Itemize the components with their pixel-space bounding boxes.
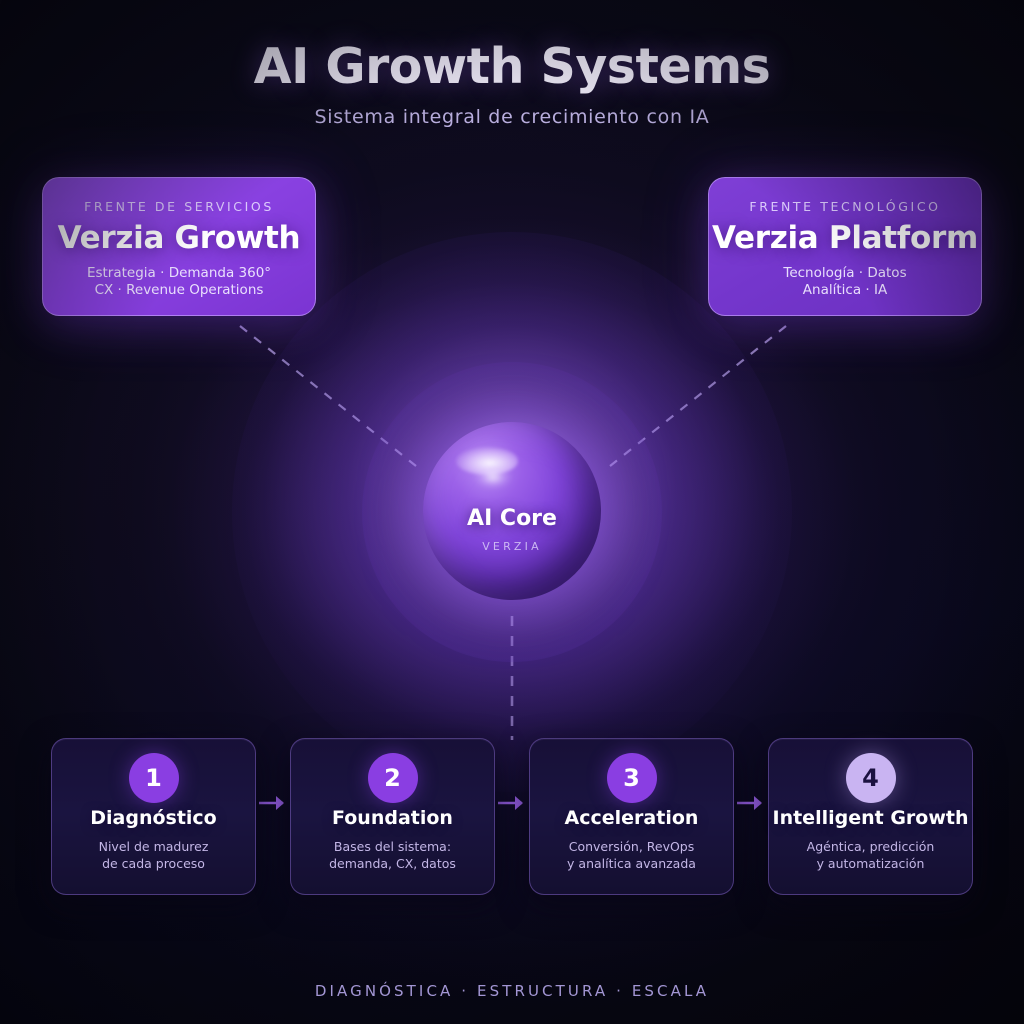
step-title: Acceleration: [564, 807, 699, 829]
core-label: AI Core: [467, 506, 557, 531]
core-sublabel: VERZIA: [482, 540, 542, 553]
step-card-intelligent-growth[interactable]: 4 Intelligent Growth Agéntica, predicció…: [768, 738, 973, 895]
connector-line-right-pillar-to-core: [609, 325, 787, 467]
step-description-line-2: de cada proceso: [102, 856, 205, 871]
step-description-line-2: y automatización: [816, 856, 925, 871]
step-description-line-1: Conversión, RevOps: [568, 839, 695, 854]
pillar-kicker: FRENTE DE SERVICIOS: [84, 199, 274, 214]
step-number-badge: 2: [367, 753, 418, 803]
step-number-badge: 1: [128, 753, 179, 803]
page-title: AI Growth Systems: [253, 38, 771, 95]
step-description: Nivel de madurez de cada proceso: [52, 838, 255, 872]
pillar-description-line-1: Estrategia · Demanda 360°: [86, 265, 272, 281]
pillar-description-line-2: CX · Revenue Operations: [94, 282, 264, 298]
footer-tagline: DIAGNÓSTICA · ESTRUCTURA · ESCALA: [314, 982, 710, 1000]
step-title: Foundation: [332, 807, 453, 829]
sphere-glint: [475, 466, 511, 488]
step-number-badge: 4: [845, 753, 896, 803]
step-title: Diagnóstico: [90, 807, 217, 829]
step-card-foundation[interactable]: 2 Foundation Bases del sistema: demanda,…: [290, 738, 495, 895]
pillar-card-verzia-growth[interactable]: FRENTE DE SERVICIOS Verzia Growth Estrat…: [42, 177, 316, 316]
step-card-diagnostico[interactable]: 1 Diagnóstico Nivel de madurez de cada p…: [51, 738, 256, 895]
step-description: Conversión, RevOps y analítica avanzada: [530, 838, 733, 872]
step-description-line-2: y analítica avanzada: [567, 856, 696, 871]
step-number-badge: 3: [606, 753, 657, 803]
step-description-line-1: Agéntica, predicción: [806, 839, 935, 854]
connector-line-left-pillar-to-core: [239, 325, 417, 467]
pillar-description-line-2: Analítica · IA: [802, 282, 888, 298]
arrow-head-1: [276, 796, 284, 810]
pillar-description: Tecnología · Datos Analítica · IA: [709, 265, 981, 299]
step-title: Intelligent Growth: [772, 807, 969, 829]
ai-core-sphere[interactable]: AI Core VERZIA: [423, 422, 601, 600]
step-description: Bases del sistema: demanda, CX, datos: [291, 838, 494, 872]
page-subtitle: Sistema integral de crecimiento con IA: [314, 106, 710, 128]
arrow-head-3: [754, 796, 762, 810]
pillar-card-verzia-platform[interactable]: FRENTE TECNOLÓGICO Verzia Platform Tecno…: [708, 177, 982, 316]
pillar-kicker: FRENTE TECNOLÓGICO: [749, 199, 941, 214]
pillar-description-line-1: Tecnología · Datos: [783, 265, 907, 281]
pillar-description: Estrategia · Demanda 360° CX · Revenue O…: [43, 265, 315, 299]
step-description-line-1: Bases del sistema:: [333, 839, 452, 854]
step-card-acceleration[interactable]: 3 Acceleration Conversión, RevOps y anal…: [529, 738, 734, 895]
step-description: Agéntica, predicción y automatización: [769, 838, 972, 872]
step-description-line-2: demanda, CX, datos: [329, 856, 456, 871]
pillar-name: Verzia Growth: [57, 220, 301, 256]
step-description-line-1: Nivel de madurez: [98, 839, 209, 854]
arrow-head-2: [515, 796, 523, 810]
pillar-name: Verzia Platform: [712, 220, 978, 256]
